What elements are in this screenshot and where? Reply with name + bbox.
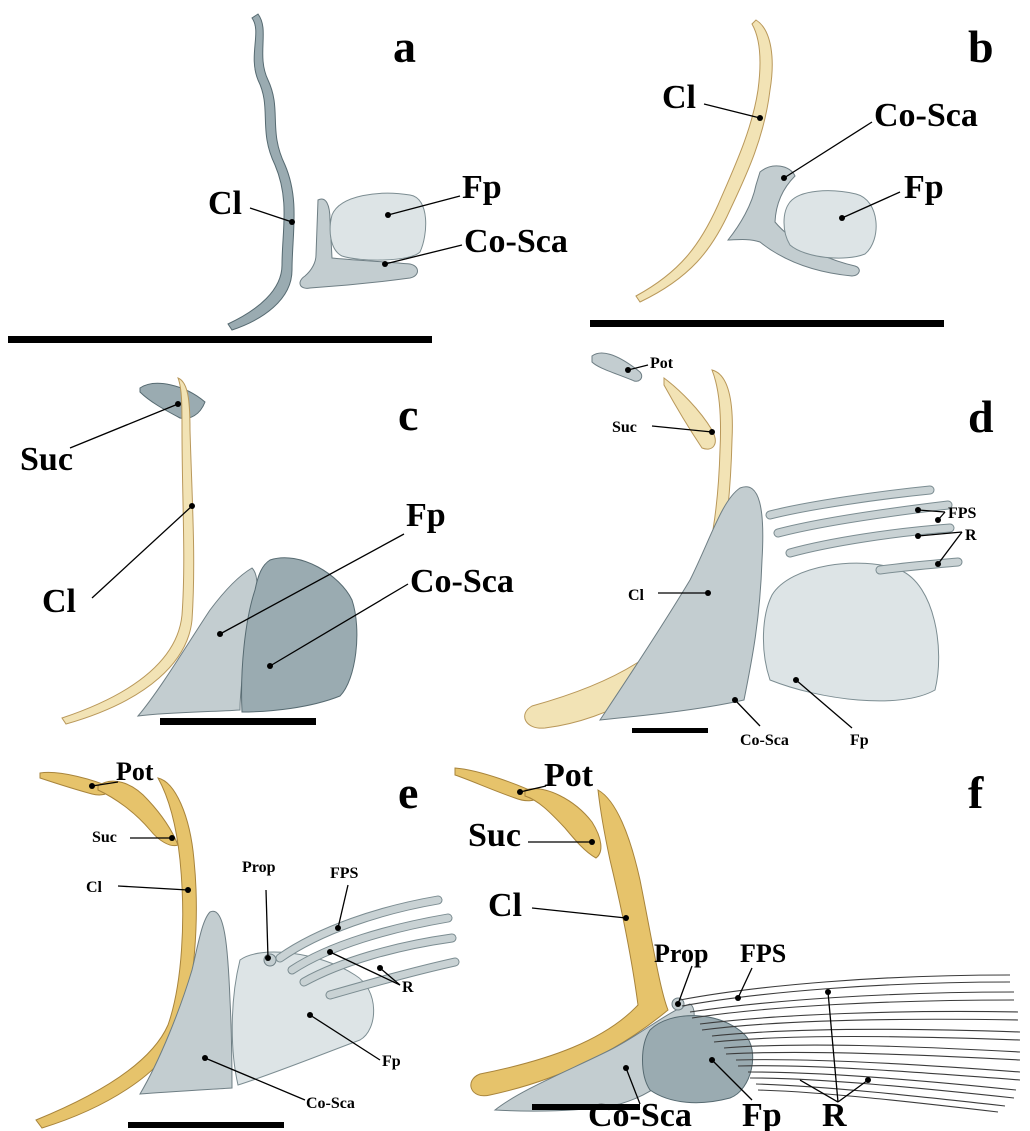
panel-c-label-cl: Cl [42,583,76,620]
panel-f-label-r: R [822,1097,847,1131]
panel-d-scale-bar [632,728,708,733]
panel-f-supracleithrum [525,789,601,858]
panel-c-label-cosca: Co-Sca [410,563,514,600]
panel-d-label-cl: Cl [628,587,645,604]
panel-a-label-fp: Fp [462,169,502,206]
panel-e-label-r: R [402,979,414,996]
panel-b-cleithrum [636,20,772,302]
panel-d-coracoscapula [600,487,763,720]
panel-f-letter: f [968,767,984,818]
panel-c: c Suc Cl Fp Co-Sca [20,378,514,725]
panel-e-label-cosca: Co-Sca [306,1095,355,1112]
panel-d-label-suc: Suc [612,419,637,436]
panel-d-label-fp: Fp [850,732,869,749]
panel-a-label-cosca: Co-Sca [464,223,568,260]
panel-c-fin-plate [242,558,357,712]
panel-f-label-cl: Cl [488,887,522,924]
panel-c-label-suc: Suc [20,441,73,478]
panel-f-label-fps: FPS [740,939,786,968]
panel-d-fin-rays [770,490,958,570]
panel-b-scale-bar [590,320,944,327]
panel-a-label-cl: Cl [208,185,242,222]
panel-b-label-fp: Fp [904,169,944,206]
panel-b-label-cosca: Co-Sca [874,97,978,134]
panel-f-scale-bar [532,1104,640,1110]
panel-d-label-pot: Pot [650,355,674,372]
panel-b-letter: b [968,21,994,72]
panel-a-cleithrum [228,14,294,330]
panel-d-label-r: R [965,527,977,544]
panel-e-scale-bar [128,1122,284,1128]
panel-c-coracoscapula [138,568,257,716]
panel-e-label-cl: Cl [86,879,103,896]
panel-a-scale-bar [8,336,432,343]
panel-c-letter: c [398,389,418,440]
panel-d-label-cosca: Co-Sca [740,732,789,749]
panel-b-fin-plate [784,191,876,258]
panel-c-label-fp: Fp [406,497,446,534]
panel-d: d Pot Suc FPS R Cl Co-Sca Fp [525,353,994,749]
panel-f-label-pot: Pot [544,757,594,794]
panel-f-label-prop: Prop [654,939,708,968]
panel-a: a Cl Fp Co-Sca [8,14,568,343]
panel-c-supracleithrum [140,383,205,418]
panel-a-letter: a [393,21,416,72]
panel-d-fin-plate [763,563,938,701]
panel-e-label-pot: Pot [116,757,154,786]
panel-d-supracleithrum [664,378,715,449]
panel-f-label-cosca: Co-Sca [588,1097,692,1131]
panel-c-scale-bar [160,718,316,725]
panel-e-label-prop: Prop [242,859,276,876]
panel-f-fin-plate [643,1016,753,1103]
panel-e: e Pot Suc Cl Prop FPS R Fp Co-Sca [36,757,455,1128]
panel-b-label-cl: Cl [662,79,696,116]
panel-d-posttemporal [592,353,642,381]
panel-f-label-suc: Suc [468,817,521,854]
panel-e-fin-rays [280,900,455,995]
panel-a-fin-plate [330,193,426,260]
panel-e-fin-plate [232,952,373,1085]
panel-e-label-fp: Fp [382,1053,401,1070]
panel-f: f Pot Suc Cl Prop FPS Co-Sca Fp R [455,757,1020,1131]
panel-e-letter: e [398,767,418,818]
panel-b: b Cl Co-Sca Fp [590,20,994,327]
panel-f-label-fp: Fp [742,1097,782,1131]
panel-e-label-fps: FPS [330,865,359,882]
panel-e-label-suc: Suc [92,829,117,846]
panel-d-letter: d [968,391,994,442]
panel-d-label-fps: FPS [948,505,977,522]
